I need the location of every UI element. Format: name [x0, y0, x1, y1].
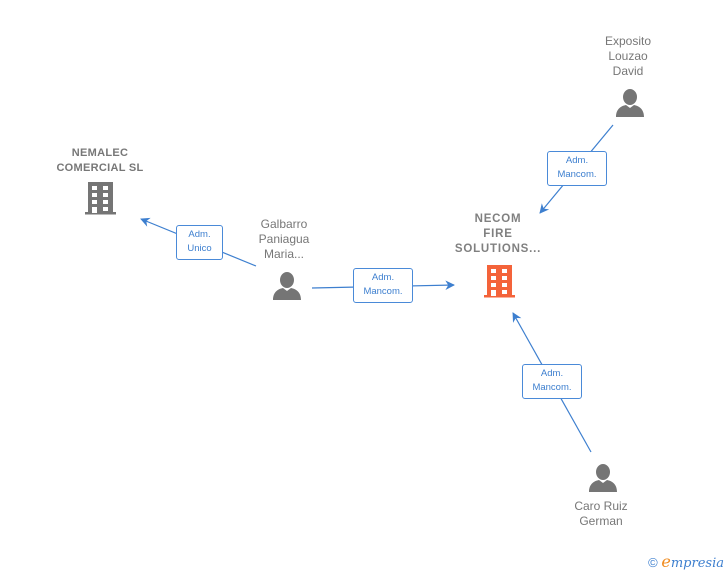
edge-label-line: Adm.: [565, 155, 589, 166]
copyright-notice[interactable]: © empresia: [648, 552, 724, 571]
label-line: David: [612, 64, 644, 78]
copyright-icon: ©: [648, 555, 658, 570]
person-label-exposito[interactable]: Exposito Louzao David: [578, 34, 678, 79]
person-label-galbarro[interactable]: Galbarro Paniagua Maria...: [234, 217, 334, 262]
edge-label-adm-unico: Adm. Unico: [176, 225, 223, 260]
label-line: NEMALEC: [71, 147, 129, 159]
edge-label-line: Mancom.: [532, 382, 572, 393]
building-icon-focus[interactable]: [484, 265, 515, 298]
label-line: Maria...: [263, 247, 304, 261]
edge-label-adm-mancom: Adm. Mancom.: [547, 151, 607, 186]
person-icon[interactable]: [616, 89, 644, 117]
person-label-caro[interactable]: Caro Ruiz German: [551, 499, 651, 529]
edge-label-adm-mancom: Adm. Mancom.: [353, 268, 413, 303]
edge-label-line: Adm.: [371, 272, 395, 283]
building-icon[interactable]: [85, 182, 116, 215]
edge-label-adm-mancom: Adm. Mancom.: [522, 364, 582, 399]
edge-label-line: Adm.: [188, 229, 211, 240]
label-line: Caro Ruiz: [574, 499, 628, 513]
label-line: FIRE: [483, 228, 513, 240]
label-line: German: [579, 514, 623, 528]
label-line: Exposito: [604, 34, 652, 48]
company-label-nemalec[interactable]: NEMALEC COMERCIAL SL: [40, 146, 160, 176]
edge-label-line: Mancom.: [363, 286, 403, 297]
label-line: Galbarro: [260, 217, 308, 231]
person-icon[interactable]: [273, 272, 301, 300]
label-line: NECOM: [474, 213, 522, 225]
empresia-logo: empresia: [661, 552, 724, 571]
label-line: Louzao: [608, 49, 648, 63]
label-line: Paniagua: [258, 232, 310, 246]
edge-label-line: Unico: [187, 243, 212, 254]
edge-label-line: Adm.: [540, 368, 564, 379]
edge-label-line: Mancom.: [557, 169, 597, 180]
label-line: SOLUTIONS...: [454, 243, 542, 255]
label-line: COMERCIAL SL: [56, 162, 144, 174]
person-icon[interactable]: [589, 464, 617, 492]
company-label-necom[interactable]: NECOM FIRE SOLUTIONS...: [438, 212, 558, 257]
